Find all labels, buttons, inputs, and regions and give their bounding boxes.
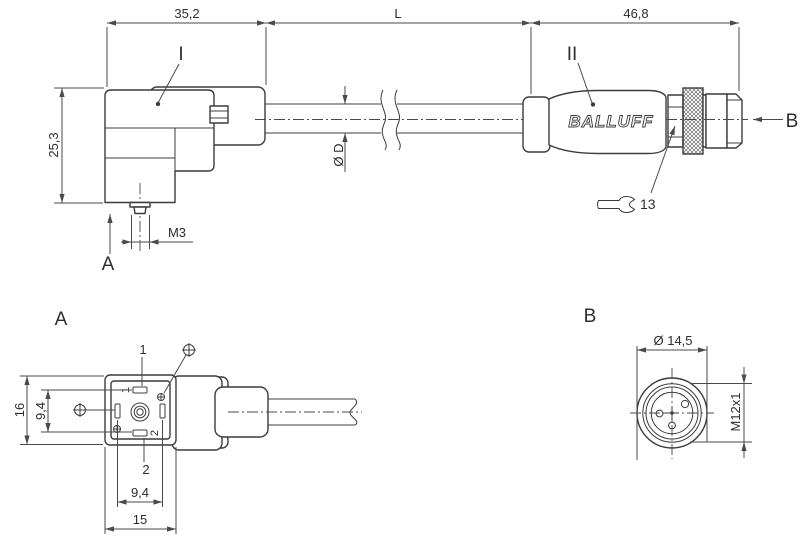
pin-2-face-label: 2 xyxy=(149,430,161,436)
dimension-m12x1: M12x1 xyxy=(690,367,752,458)
dimension-25-3-label: 25,3 xyxy=(46,132,61,157)
leader-dot xyxy=(590,102,596,107)
thread-circle xyxy=(642,383,702,443)
dimension-cable-diameter: Ø D xyxy=(331,86,348,172)
dimension-m3-label: M3 xyxy=(168,225,186,240)
cable-torn-end xyxy=(349,398,358,426)
dimension-14-5: Ø 14,5 xyxy=(636,333,708,460)
dimension-16: 16 xyxy=(12,375,104,445)
pin-2-callout: 2 xyxy=(142,438,150,477)
contact-slot-2 xyxy=(132,429,148,437)
m12-connector-side-view: BALLUFF xyxy=(522,87,748,155)
valve-connector-side-view xyxy=(104,86,523,252)
view-a-title: A xyxy=(55,309,68,330)
part-1-label: I xyxy=(178,44,183,65)
dimension-46-8-label: 46,8 xyxy=(623,6,648,21)
valve-latch-tab xyxy=(209,105,229,124)
coding-notch xyxy=(680,399,690,409)
view-arrow-a: A xyxy=(102,214,115,275)
part-1-callout: I xyxy=(155,44,184,107)
dimension-m12x1-label: M12x1 xyxy=(728,392,743,431)
contact-slot-1 xyxy=(132,386,148,394)
m3-screw-tip xyxy=(133,206,147,215)
dimension-35-2-label: 35,2 xyxy=(174,6,199,21)
connector-tip xyxy=(726,93,743,149)
pin-1-callout: 1 xyxy=(139,342,147,386)
pin-1-label: 1 xyxy=(139,342,146,357)
view-arrow-b-label: B xyxy=(786,111,799,132)
earth-symbol-top xyxy=(163,343,196,394)
dimension-9-4-horizontal: 9,4 xyxy=(117,420,163,507)
top-dimension-row: 35,2 L 46,8 xyxy=(106,6,740,94)
dimension-15-label: 15 xyxy=(133,512,147,527)
contact-slot-right xyxy=(159,403,166,419)
dimension-14-5-label: Ø 14,5 xyxy=(653,333,692,348)
dimension-9-4-vertical: 9,4 xyxy=(33,389,132,433)
molded-grip-body xyxy=(548,89,667,155)
pin-2-label: 2 xyxy=(142,462,149,477)
cable-break-symbol xyxy=(380,89,387,151)
wrench-icon xyxy=(597,195,636,214)
gland-body xyxy=(214,386,269,438)
earth-symbol-left xyxy=(73,403,115,417)
dimension-25-3: 25,3 xyxy=(46,87,104,204)
part-2-label: II xyxy=(567,44,578,65)
dimension-cable-diameter-label: Ø D xyxy=(331,143,346,166)
part-2-callout: II xyxy=(567,44,596,107)
brand-logo: BALLUFF xyxy=(568,112,653,131)
contact-slot-left xyxy=(114,403,121,419)
valve-plug-body xyxy=(104,89,215,204)
wrench-size-label: 13 xyxy=(640,196,656,212)
face-screw-top-right xyxy=(157,393,165,401)
dimension-L-label: L xyxy=(394,6,401,21)
knurled-nut xyxy=(682,87,704,155)
thread-barrel xyxy=(705,93,728,149)
center-screw-hole xyxy=(130,402,150,422)
face-circle xyxy=(650,391,694,435)
view-a: A xyxy=(12,309,362,534)
view-arrow-b: B xyxy=(753,111,798,132)
dimension-15: 15 xyxy=(104,447,177,534)
dimension-9-4-h-label: 9,4 xyxy=(131,485,149,500)
view-arrow-a-label: A xyxy=(102,254,115,275)
dimension-m3: M3 xyxy=(121,215,193,249)
dimension-16-label: 16 xyxy=(12,403,27,417)
view-b-title: B xyxy=(584,306,597,327)
leader-dot xyxy=(155,101,161,107)
dimension-9-4-v-label: 9,4 xyxy=(33,402,48,420)
wrench-size-callout: 13 xyxy=(597,125,676,214)
strain-relief xyxy=(522,96,551,153)
pin-left xyxy=(655,409,664,418)
pin-bottom xyxy=(668,421,676,430)
view-b: B Ø 14,5 M12x1 xyxy=(584,306,752,460)
